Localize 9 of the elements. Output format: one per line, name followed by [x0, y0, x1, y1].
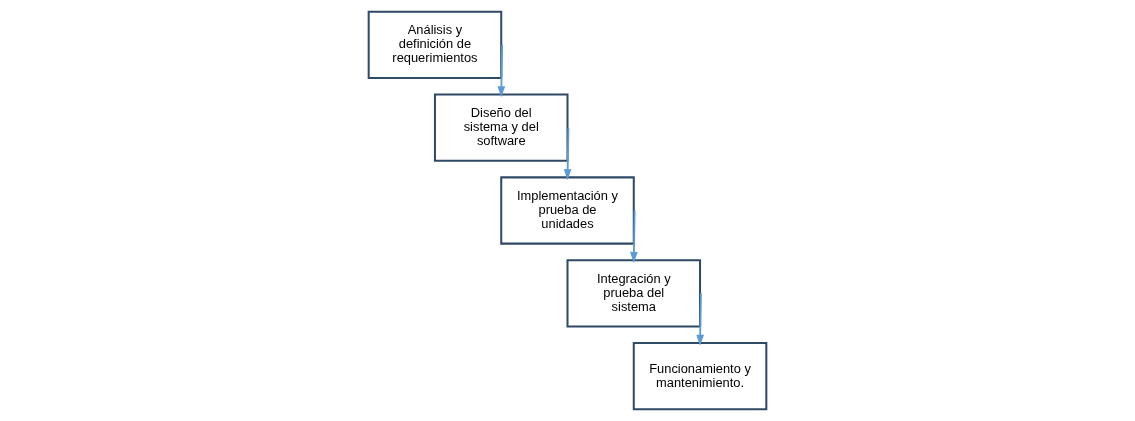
node-box: Integración y prueba del sistema [566, 259, 702, 328]
node-box: Funcionamiento y mantenimiento. [632, 342, 768, 411]
arrow [563, 126, 572, 181]
arrow [696, 292, 705, 346]
node-box: Análisis y definición de requerimientos [367, 10, 503, 79]
node-box: Implementación y prueba de unidades [500, 176, 635, 245]
arrow [497, 43, 506, 98]
node-box: Diseño del sistema y del software [433, 93, 569, 162]
arrow [630, 209, 638, 263]
